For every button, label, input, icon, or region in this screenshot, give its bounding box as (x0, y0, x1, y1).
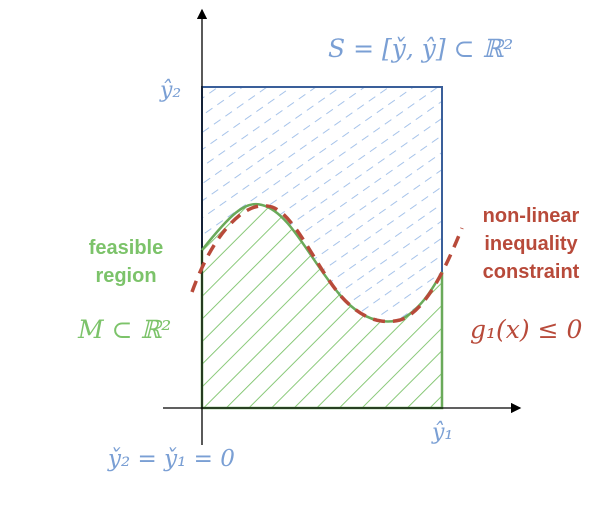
y1-hat-label: ŷ₁ (432, 420, 454, 445)
set-m-label: M ⊂ ℝ² (78, 315, 172, 344)
constraint-curve (190, 203, 464, 324)
origin-label: y̌₂ = y̌₁ = 0 (108, 446, 235, 472)
constraint-label-line3: constraint (482, 261, 580, 283)
constraint-formula-label: g₁(x) ≤ 0 (470, 315, 583, 344)
constraint-label-line2: inequality (484, 233, 578, 255)
feasible-label-line2: region (95, 265, 157, 287)
constraint-label-line1: non-linear (482, 205, 580, 227)
y2-hat-label: ŷ₂ (160, 78, 182, 103)
constraint-label: non-linear inequality constraint (470, 202, 592, 286)
set-s-label: S = [y̌, ŷ] ⊂ ℝ² (328, 34, 514, 63)
feasible-label-line1: feasible (88, 237, 164, 259)
feasible-region-label: feasible region (76, 234, 176, 290)
feasible-region-hatch (202, 204, 442, 408)
